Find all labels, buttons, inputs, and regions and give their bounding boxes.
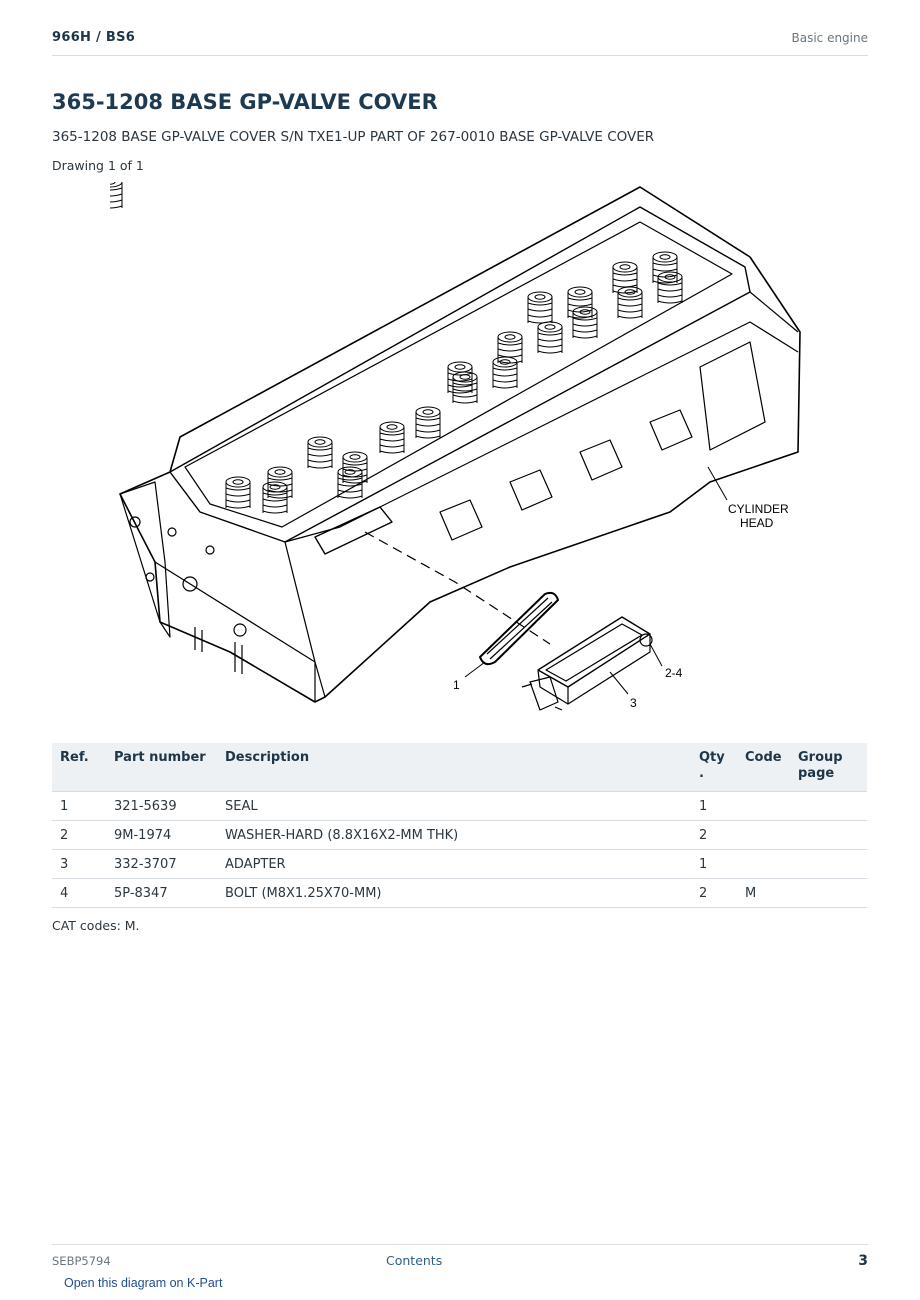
col-group-page: Group page bbox=[790, 743, 867, 792]
table-row: 1 321-5639 SEAL 1 bbox=[52, 791, 867, 821]
table-row: 4 5P-8347 BOLT (M8X1.25X70-MM) 2 M bbox=[52, 878, 867, 908]
cat-codes-note: CAT codes: M. bbox=[52, 918, 140, 933]
cylinder-head-label-1: CYLINDER bbox=[728, 502, 789, 516]
cell-part-number: 321-5639 bbox=[106, 791, 217, 821]
col-ref: Ref. bbox=[52, 743, 106, 792]
open-kpart-link[interactable]: Open this diagram on K-Part bbox=[64, 1276, 223, 1290]
cell-ref: 2 bbox=[52, 820, 106, 850]
seal-ring-illustration bbox=[479, 591, 559, 666]
cylinder-head-label-2: HEAD bbox=[740, 516, 774, 530]
page-header: 966H / BS6 Basic engine bbox=[52, 28, 868, 56]
cell-qty: 1 bbox=[691, 791, 737, 821]
cell-code: M bbox=[737, 878, 790, 908]
page-number: 3 bbox=[858, 1253, 868, 1269]
page-footer: SEBP5794 Contents 3 bbox=[52, 1244, 868, 1275]
cell-ref: 3 bbox=[52, 849, 106, 879]
adapter-illustration bbox=[521, 616, 653, 711]
model-breadcrumb: 966H / BS6 bbox=[52, 30, 136, 45]
cell-group-page bbox=[790, 849, 867, 879]
cell-code bbox=[737, 791, 790, 821]
cell-group-page bbox=[790, 791, 867, 821]
cell-code bbox=[737, 849, 790, 879]
col-description: Description bbox=[217, 743, 691, 792]
page-title: 365-1208 BASE GP-VALVE COVER bbox=[52, 90, 438, 114]
cell-part-number: 332-3707 bbox=[106, 849, 217, 879]
cell-group-page bbox=[790, 878, 867, 908]
cell-qty: 1 bbox=[691, 849, 737, 879]
col-qty: Qty. bbox=[691, 743, 737, 792]
callout-ref-3: 3 bbox=[630, 696, 637, 710]
cell-code bbox=[737, 820, 790, 850]
table-row: 2 9M-1974 WASHER-HARD (8.8X16X2-MM THK) … bbox=[52, 820, 867, 850]
cylinder-head-outline bbox=[119, 186, 801, 703]
col-code: Code bbox=[737, 743, 790, 792]
section-name: Basic engine bbox=[791, 31, 868, 45]
cell-qty: 2 bbox=[691, 820, 737, 850]
callout-ref-2-4: 2-4 bbox=[665, 666, 683, 680]
cell-group-page bbox=[790, 820, 867, 850]
cell-part-number: 5P-8347 bbox=[106, 878, 217, 908]
table-header-row: Ref. Part number Description Qty. Code G… bbox=[52, 743, 867, 792]
page-subtitle: 365-1208 BASE GP-VALVE COVER S/N TXE1-UP… bbox=[52, 129, 655, 145]
cell-description: ADAPTER bbox=[217, 849, 691, 879]
drawing-label: Drawing 1 of 1 bbox=[52, 158, 144, 173]
cell-description: BOLT (M8X1.25X70-MM) bbox=[217, 878, 691, 908]
parts-diagram: CYLINDER HEAD 1 3 2-4 bbox=[97, 176, 810, 722]
col-part-number: Part number bbox=[106, 743, 217, 792]
contents-link[interactable]: Contents bbox=[386, 1253, 443, 1268]
cell-ref: 4 bbox=[52, 878, 106, 908]
cell-description: SEAL bbox=[217, 791, 691, 821]
document-id: SEBP5794 bbox=[52, 1254, 111, 1268]
table-row: 3 332-3707 ADAPTER 1 bbox=[52, 849, 867, 879]
cell-qty: 2 bbox=[691, 878, 737, 908]
callout-ref-1: 1 bbox=[453, 678, 460, 692]
parts-table: Ref. Part number Description Qty. Code G… bbox=[52, 743, 867, 908]
cell-part-number: 9M-1974 bbox=[106, 820, 217, 850]
cell-ref: 1 bbox=[52, 791, 106, 821]
cell-description: WASHER-HARD (8.8X16X2-MM THK) bbox=[217, 820, 691, 850]
